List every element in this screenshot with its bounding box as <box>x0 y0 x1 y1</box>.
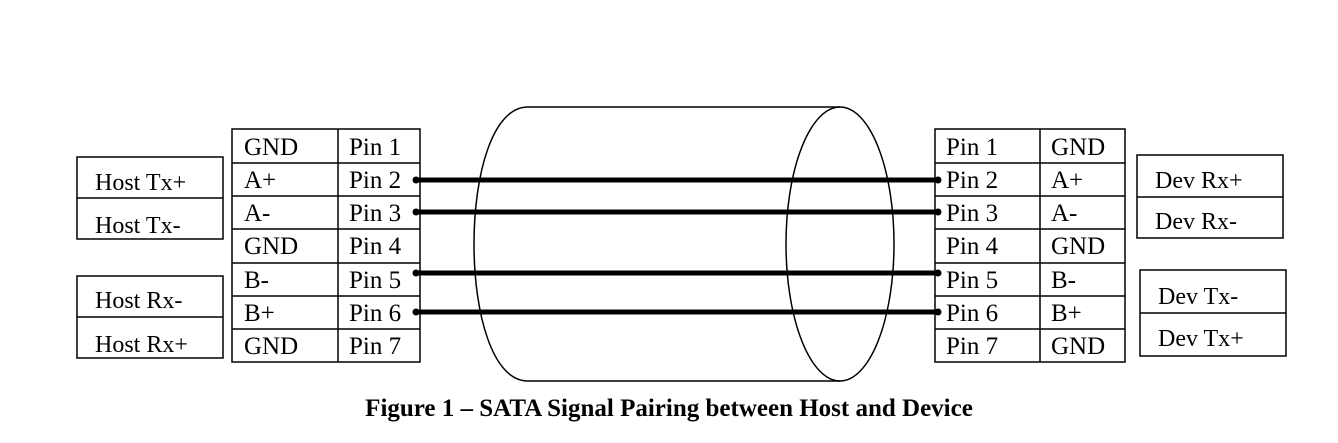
device-labels <box>1136 154 1287 357</box>
device-signal-1: GND <box>1051 134 1105 161</box>
device-signal-5: B- <box>1051 267 1076 294</box>
device-signal-2: A+ <box>1051 167 1083 194</box>
device-pin-5: Pin 5 <box>946 267 998 294</box>
device-signal-4: GND <box>1051 233 1105 260</box>
host-signal-1: GND <box>244 134 298 161</box>
wire-endpoint <box>934 269 942 277</box>
dev-label-tx-minus: Dev Tx- <box>1158 284 1238 310</box>
cable-right-end <box>785 106 895 382</box>
host-table-border <box>231 128 421 363</box>
wire-endpoint <box>412 308 420 316</box>
device-signal-3: A- <box>1051 200 1077 227</box>
figure-caption: Figure 1 – SATA Signal Pairing between H… <box>365 395 973 422</box>
wire-endpoint <box>412 208 420 216</box>
device-pin-3: Pin 3 <box>946 200 998 227</box>
cable-cylinder <box>473 106 895 382</box>
dev-label-rx-plus: Dev Rx+ <box>1155 168 1243 194</box>
host-label-tx-plus: Host Tx+ <box>95 170 186 196</box>
host-pin-7: Pin 7 <box>349 333 401 360</box>
device-signal-6: B+ <box>1051 300 1082 327</box>
host-label-rx-plus: Host Rx+ <box>95 332 188 358</box>
cable-left-end <box>473 106 529 382</box>
host-signal-5: B- <box>244 267 269 294</box>
host-signal-7: GND <box>244 333 298 360</box>
wire-endpoint <box>934 308 942 316</box>
device-pin-1: Pin 1 <box>946 134 998 161</box>
host-pin-3: Pin 3 <box>349 200 401 227</box>
device-pin-2: Pin 2 <box>946 167 998 194</box>
dev-label-rx-minus: Dev Rx- <box>1155 209 1237 235</box>
host-pin-2: Pin 2 <box>349 167 401 194</box>
host-label-tx-minus: Host Tx- <box>95 213 181 239</box>
device-pin-4: Pin 4 <box>946 233 999 260</box>
wire-endpoint <box>934 176 942 184</box>
host-pin-4: Pin 4 <box>349 233 402 260</box>
dev-label-tx-plus: Dev Tx+ <box>1158 326 1244 352</box>
host-pin-table: GND Pin 1 A+ Pin 2 A- Pin 3 GND Pin 4 B-… <box>231 128 421 363</box>
wire-endpoint <box>412 176 420 184</box>
host-pin-6: Pin 6 <box>349 300 401 327</box>
device-pin-table: Pin 1 GND Pin 2 A+ Pin 3 A- Pin 4 GND Pi… <box>934 128 1126 363</box>
host-labels <box>76 156 224 359</box>
host-signal-3: A- <box>244 200 270 227</box>
wire-endpoints <box>412 176 942 316</box>
device-pin-6: Pin 6 <box>946 300 998 327</box>
host-label-rx-minus: Host Rx- <box>95 288 182 314</box>
device-table-border <box>934 128 1126 363</box>
host-pin-5: Pin 5 <box>349 267 401 294</box>
host-signal-6: B+ <box>244 300 275 327</box>
host-pin-1: Pin 1 <box>349 134 401 161</box>
host-signal-2: A+ <box>244 167 276 194</box>
device-signal-7: GND <box>1051 333 1105 360</box>
signal-wires <box>416 177 938 315</box>
wire-endpoint <box>934 208 942 216</box>
host-signal-4: GND <box>244 233 298 260</box>
device-pin-7: Pin 7 <box>946 333 998 360</box>
wire-endpoint <box>412 269 420 277</box>
